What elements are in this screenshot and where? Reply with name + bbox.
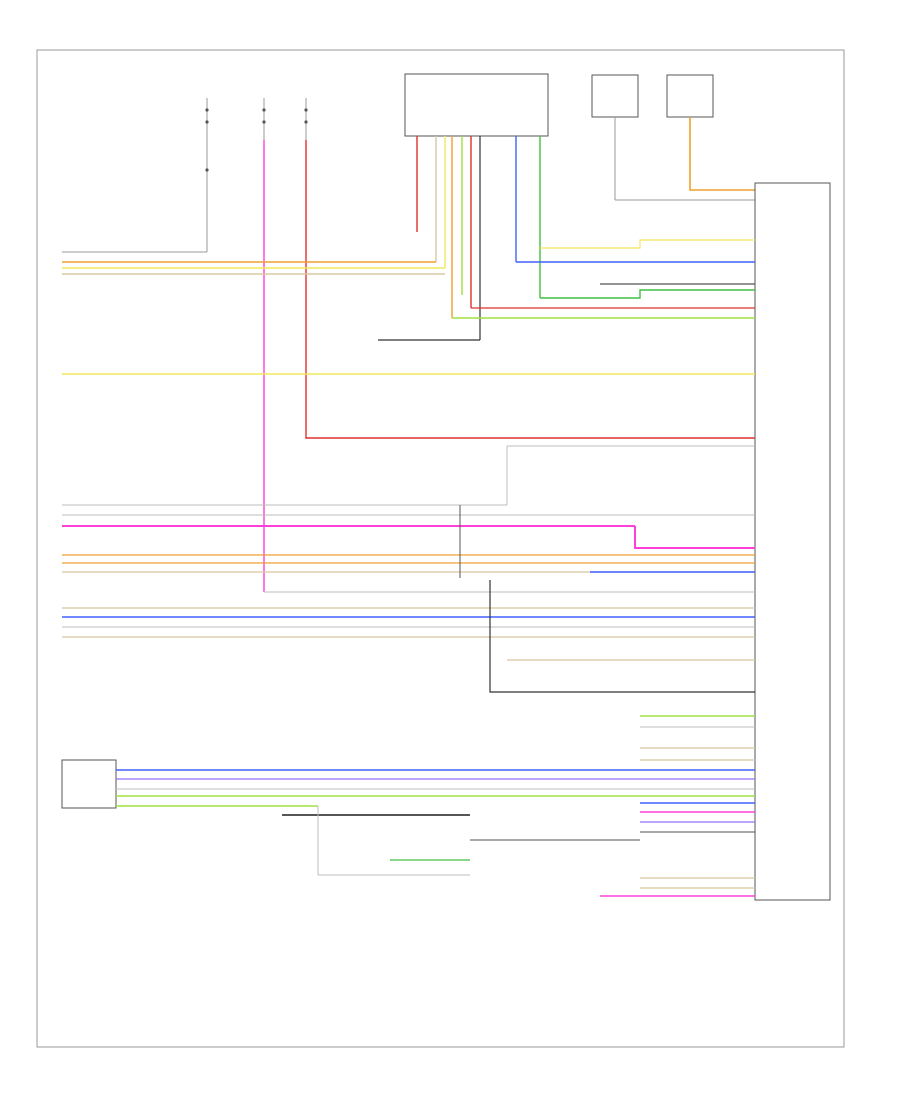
upper-runs <box>62 239 755 375</box>
right-module <box>754 182 831 901</box>
middle-runs <box>62 445 755 693</box>
red-run <box>305 140 755 439</box>
top-left-fuse-2 <box>262 98 266 140</box>
connector-verticals <box>416 136 541 340</box>
lower-right-runs <box>600 715 755 897</box>
diagram-border <box>36 49 845 1048</box>
top-left-fuse-3 <box>304 98 308 140</box>
right-top-component-2 <box>666 74 755 191</box>
right-top-component-1 <box>591 74 755 201</box>
bottom-left-component <box>61 759 755 876</box>
center-connector-block <box>404 73 549 137</box>
top-left-fuse-1 <box>62 98 209 253</box>
